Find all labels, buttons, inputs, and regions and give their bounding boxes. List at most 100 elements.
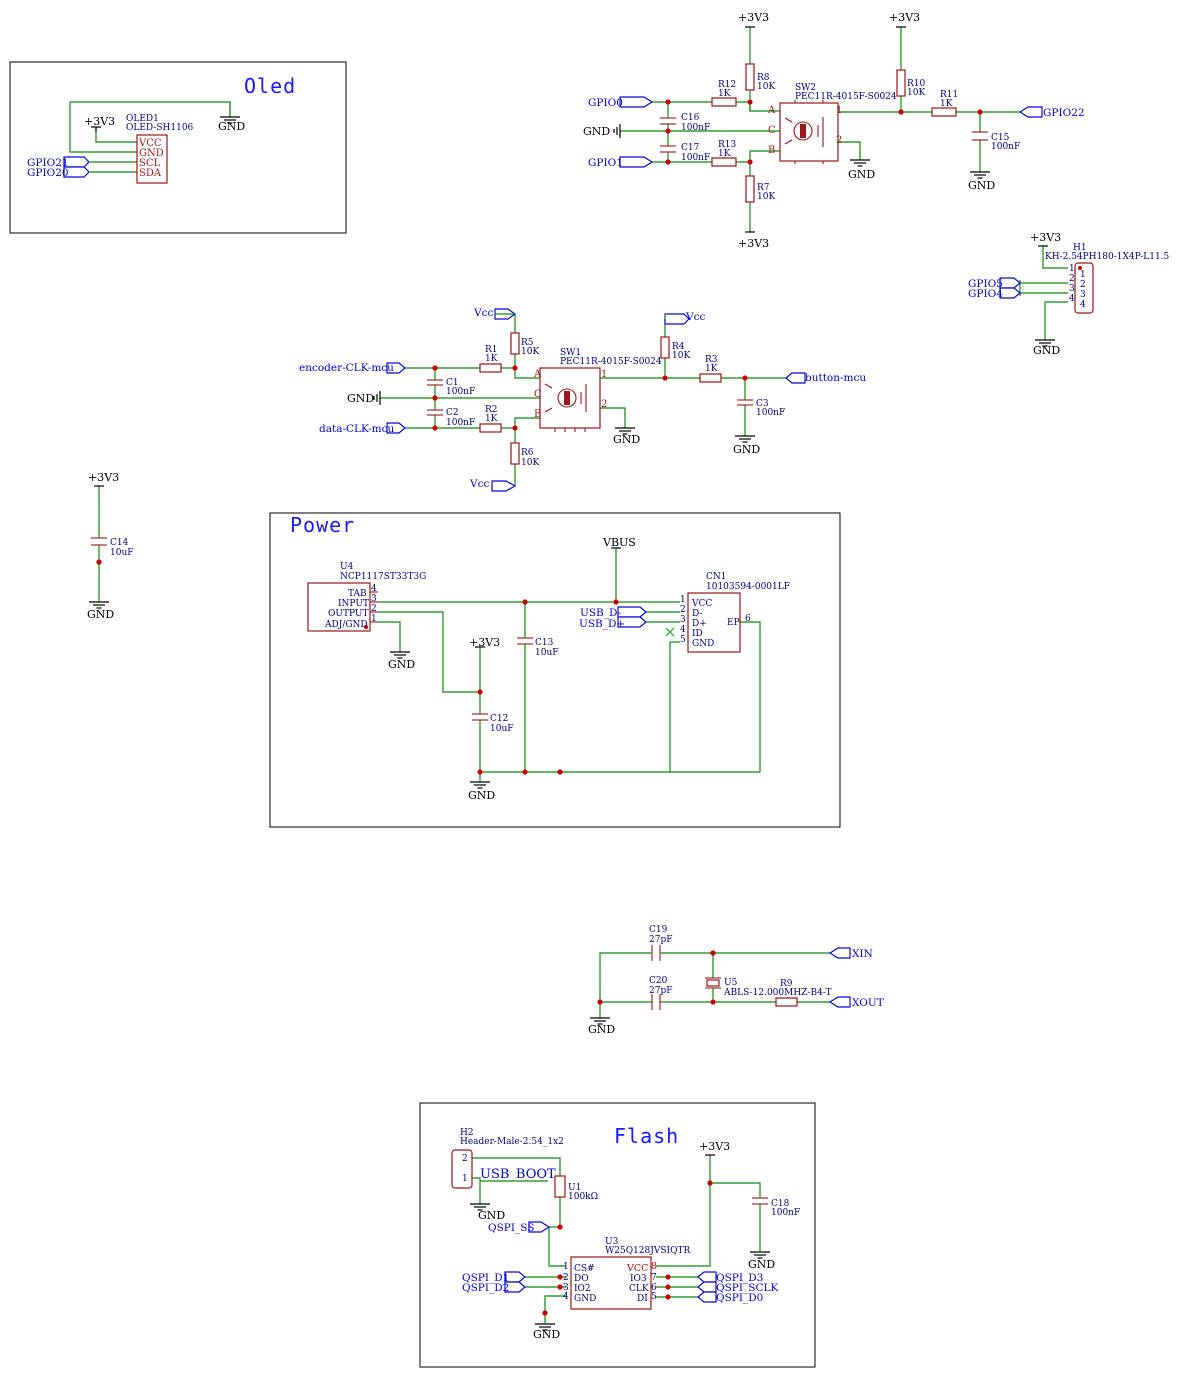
svg-text:R1: R1	[485, 345, 498, 355]
r13-resistor[interactable]: R13 1K	[711, 140, 737, 167]
sw2-ref: SW2	[795, 83, 816, 93]
netlabel-gpio20[interactable]: GPIO20	[27, 166, 90, 179]
r7-resistor[interactable]: R7 10K	[745, 175, 775, 203]
netlabel-qspi-d2[interactable]: QSPI_D2	[462, 1281, 526, 1294]
r5-resistor[interactable]: R5 10K	[510, 332, 539, 357]
c20-capacitor[interactable]: C20 27pF	[649, 976, 672, 1010]
h2-value: Header-Male-2.54_1x2	[460, 1137, 564, 1147]
svg-text:10uF: 10uF	[110, 548, 134, 558]
netlabel-qspi-d1[interactable]: QSPI_D1	[462, 1271, 526, 1284]
oled-section-frame	[9, 61, 347, 234]
c13-capacitor[interactable]: C13 10uF	[517, 637, 559, 658]
svg-text:D-: D-	[692, 609, 702, 619]
power-section-frame	[269, 512, 841, 828]
svg-text:100nF: 100nF	[771, 1208, 800, 1218]
sw2-encoder[interactable]: SW2 PEC11R-4015F-S0024 A C B 1 2	[767, 83, 897, 164]
r3-resistor[interactable]: R3 1K	[699, 355, 722, 383]
netlabel-encoder-clk-mcu[interactable]: encoder-CLK-mcu	[299, 362, 406, 374]
netlabel-vcc-r4[interactable]: Vcc	[664, 311, 705, 325]
netlabel-qspi-sclk[interactable]: QSPI_SCLK	[697, 1281, 778, 1294]
c17-capacitor[interactable]: C17 100nF	[660, 143, 710, 163]
r2-resistor[interactable]: R2 1K	[479, 405, 502, 433]
netlabel-data-clk-mcu[interactable]: data-CLK-mcu	[319, 422, 406, 435]
netlabel-gpio4[interactable]: GPIO4	[968, 287, 1021, 300]
svg-text:GPIO1: GPIO1	[588, 157, 623, 169]
netlabel-qspi-d3[interactable]: QSPI_D3	[697, 1271, 763, 1284]
sw2-gnd-left: GND	[583, 124, 621, 138]
u3-value: W25Q128JVSIQTR	[605, 1246, 690, 1256]
netlabel-gpio0[interactable]: GPIO0	[588, 96, 654, 109]
c16-capacitor[interactable]: C16 100nF	[660, 113, 710, 133]
oled-section-title: Oled	[244, 74, 296, 98]
svg-text:27pF: 27pF	[649, 935, 672, 945]
c1-capacitor[interactable]: C1 100nF	[427, 378, 475, 397]
netlabel-gpio22[interactable]: GPIO22	[1018, 106, 1085, 119]
sw1-junctions	[432, 365, 748, 431]
svg-text:4: 4	[371, 584, 377, 594]
svg-text:100nF: 100nF	[756, 408, 785, 418]
sw1-ref: SW1	[560, 348, 581, 358]
netlabel-usb-d-plus[interactable]: USB_D+	[579, 616, 647, 630]
u5-crystal[interactable]: U5 ABLS-12.000MHZ-B4-T	[705, 977, 832, 998]
svg-text:encoder-CLK-mcu: encoder-CLK-mcu	[299, 362, 394, 374]
power-gnd-label: GND	[468, 789, 495, 802]
netlabel-qspi-ss[interactable]: QSPI_SS	[488, 1221, 551, 1234]
svg-text:3: 3	[371, 594, 377, 604]
svg-text:2: 2	[601, 399, 607, 410]
sw1-encoder[interactable]: SW1 PEC11R-4015F-S0024 A C B 1 2	[533, 348, 662, 432]
svg-text:C1: C1	[446, 378, 459, 388]
netlabel-vcc-bottom[interactable]: Vcc	[469, 478, 517, 492]
h1-connector[interactable]: H1 KH-2.54PH180-1X4P-L11.5 1 2 3 4 1 2 3…	[1045, 243, 1170, 314]
c19-capacitor[interactable]: C19 27pF	[649, 925, 672, 961]
oled1-component[interactable]: OLED1 OLED-SH1106 VCC GND SCL SDA	[126, 114, 194, 184]
svg-text:GPIO20: GPIO20	[27, 167, 69, 179]
c14-capacitor[interactable]: C14 10uF	[91, 537, 134, 558]
c15-gnd-label: GND	[968, 179, 995, 192]
flash-section-frame	[419, 1102, 816, 1368]
r9-resistor[interactable]: R9	[775, 979, 798, 1007]
cn1-usb-connector[interactable]: CN1 10103594-0001LF VCC D- D+ ID GND 1 2…	[680, 572, 790, 653]
svg-text:CLK: CLK	[629, 1284, 649, 1294]
svg-text:10K: 10K	[757, 192, 775, 202]
r1-resistor[interactable]: R1 1K	[479, 345, 502, 373]
svg-text:R10: R10	[907, 79, 926, 89]
c2-capacitor[interactable]: C2 100nF	[427, 408, 475, 428]
c18-capacitor[interactable]: C18 100nF	[752, 1197, 800, 1218]
svg-text:1: 1	[563, 1262, 569, 1272]
netlabel-gpio1[interactable]: GPIO1	[588, 156, 654, 169]
svg-text:10K: 10K	[757, 82, 775, 92]
u3-flash-chip[interactable]: U3 W25Q128JVSIQTR CS# DO IO2 GND 1 2 3 4…	[563, 1237, 690, 1310]
netlabel-button-mcu[interactable]: button-mcu	[785, 372, 866, 384]
svg-text:100nF: 100nF	[991, 142, 1020, 152]
u4-ref: U4	[340, 562, 354, 572]
netlabel-qspi-d0[interactable]: QSPI_D0	[697, 1291, 763, 1304]
c12-capacitor[interactable]: C12 10uF	[472, 713, 514, 734]
netlabel-gpio21[interactable]: GPIO21	[27, 156, 90, 169]
svg-text:GPIO0: GPIO0	[588, 97, 623, 109]
netlabel-gpio5[interactable]: GPIO5	[968, 277, 1021, 290]
svg-text:1K: 1K	[485, 354, 498, 364]
r6-resistor[interactable]: R6 10K	[510, 442, 539, 468]
h2-header[interactable]: H2 Header-Male-2.54_1x2 2 1	[451, 1128, 564, 1189]
svg-text:C20: C20	[649, 976, 668, 986]
vbus-label: VBUS	[602, 536, 636, 549]
svg-text:DI: DI	[637, 1294, 648, 1304]
netlabel-usb-d-minus[interactable]: USB_D-	[580, 606, 647, 619]
u1-resistor[interactable]: U1 100kΩ	[554, 1175, 598, 1202]
u3-ref: U3	[605, 1237, 619, 1247]
r11-resistor[interactable]: R11 1K	[931, 90, 958, 117]
c15-capacitor[interactable]: C15 100nF	[972, 131, 1020, 152]
r12-resistor[interactable]: R12 1K	[711, 80, 737, 107]
oled1-pin-sda: SDA	[139, 168, 162, 179]
u4-regulator[interactable]: U4 NCP1117ST33T3G TAB INPUT OUTPUT ADJ/G…	[307, 562, 426, 632]
svg-text:GND: GND	[692, 639, 714, 649]
r10-resistor[interactable]: R10 10K	[896, 69, 926, 98]
netlabel-vcc-top[interactable]: Vcc	[473, 307, 517, 320]
r4-resistor[interactable]: R4 10K	[660, 336, 690, 361]
c3-capacitor[interactable]: C3 100nF	[737, 399, 785, 418]
svg-text:C19: C19	[649, 925, 668, 935]
r8-resistor[interactable]: R8 10K	[745, 63, 775, 92]
svg-text:R4: R4	[672, 342, 685, 352]
netlabel-xout[interactable]: XOUT	[828, 996, 884, 1009]
netlabel-xin[interactable]: XIN	[828, 947, 873, 960]
